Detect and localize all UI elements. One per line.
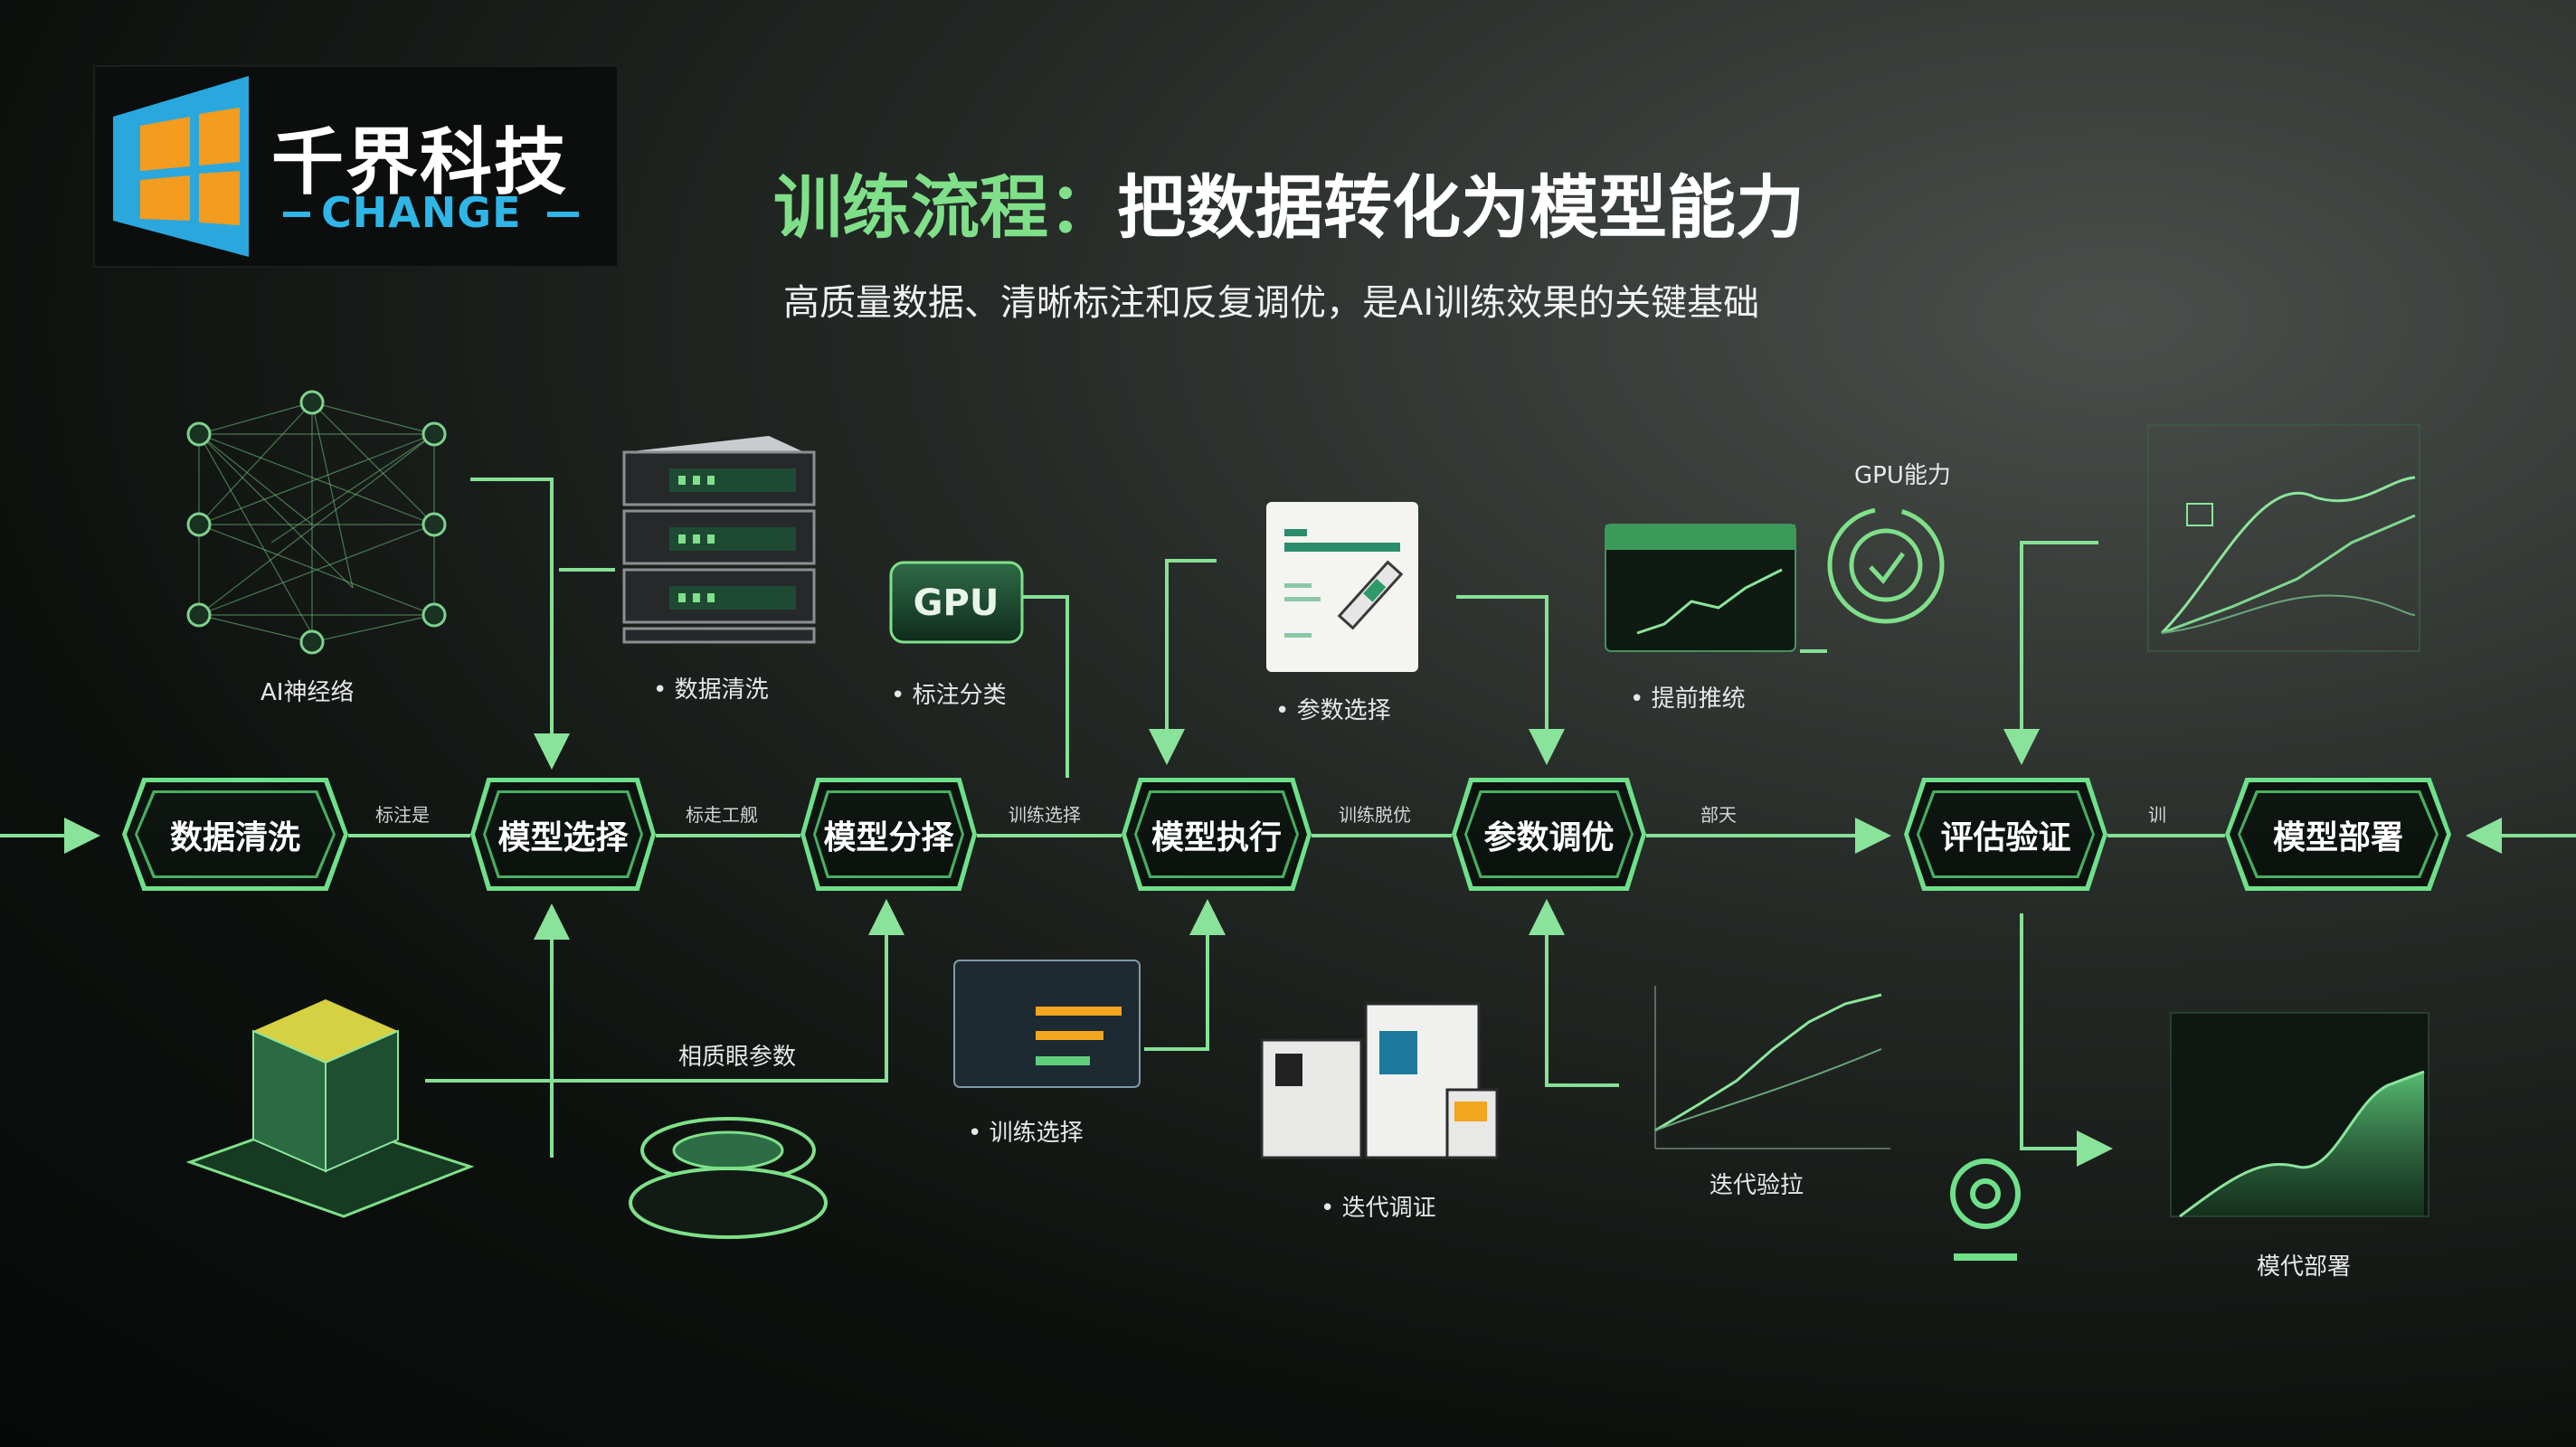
node-model-exec[interactable]: 模型执行: [1122, 778, 1312, 891]
hologram-platform-icon: [629, 1117, 828, 1239]
dashboard-chart-icon: [1605, 524, 1796, 652]
label-ai-network: AI神经络: [260, 679, 355, 706]
label-train-select: • 训练选择: [968, 1120, 1084, 1147]
logo-dash-left: [283, 212, 310, 217]
connector-label-3: 训练选择: [1009, 804, 1081, 826]
label-params: 相质眼参数: [678, 1044, 797, 1071]
label-eval: 迭代验拉: [1709, 1172, 1804, 1199]
label-data-clean: • 数据清洗: [653, 676, 769, 704]
ai-network-icon: [186, 390, 447, 655]
bottom-line-chart: [1654, 986, 1890, 1149]
server-rack-icon: [622, 436, 816, 644]
label-annotate: • 标注分类: [891, 682, 1007, 709]
label-param-select: • 参数选择: [1275, 697, 1391, 724]
node-eval[interactable]: 评估验证: [1904, 778, 2107, 891]
bottom-area-chart: [2170, 1012, 2429, 1218]
top-right-chart: [2147, 424, 2420, 652]
document-pen-icon: [1266, 502, 1418, 672]
logo-title: 千界科技: [271, 120, 568, 204]
node-model-split[interactable]: 模型分择: [800, 778, 977, 891]
connector-label-4: 训练脱优: [1339, 804, 1411, 826]
node-data-clean[interactable]: 数据清洗: [122, 778, 348, 891]
logo-panel: [93, 65, 619, 268]
data-cube-icon: [185, 999, 475, 1218]
label-deploy: 模代部署: [2257, 1253, 2352, 1281]
node-model-select[interactable]: 模型选择: [470, 778, 656, 891]
progress-dashboard-icon: [953, 960, 1141, 1088]
title-part1: 训练流程：: [773, 167, 1117, 248]
connector-label-1: 标注是: [375, 804, 430, 826]
connector-label-2: 标走工舰: [686, 804, 758, 826]
label-improve: • 提前推统: [1630, 686, 1746, 713]
title-part2: 把数据转化为模型能力: [1117, 167, 1804, 248]
machines-icon: [1260, 1002, 1499, 1159]
logo-window-icon: [113, 76, 249, 257]
connector-label-6: 训: [2148, 804, 2166, 826]
logo-dash-right: [547, 212, 579, 217]
target-gauge-icon: [1950, 1159, 2021, 1261]
connector-label-5: 部天: [1700, 804, 1737, 826]
gpu-chip-icon: GPU: [889, 561, 1024, 644]
gpu-text: GPU: [914, 582, 999, 624]
gpu-power-icon: [1827, 506, 1945, 624]
logo-subtitle: CHANGE: [321, 188, 522, 237]
page-subtitle: 高质量数据、清晰标注和反复调优，是AI训练效果的关键基础: [783, 282, 1760, 324]
node-param-tune[interactable]: 参数调优: [1452, 778, 1646, 891]
label-iter-tune: • 迭代调证: [1321, 1195, 1436, 1222]
label-gpu-power: GPU能力: [1854, 462, 1951, 489]
page-title: 训练流程：把数据转化为模型能力: [773, 152, 1804, 251]
node-deploy[interactable]: 模型部署: [2225, 778, 2451, 891]
